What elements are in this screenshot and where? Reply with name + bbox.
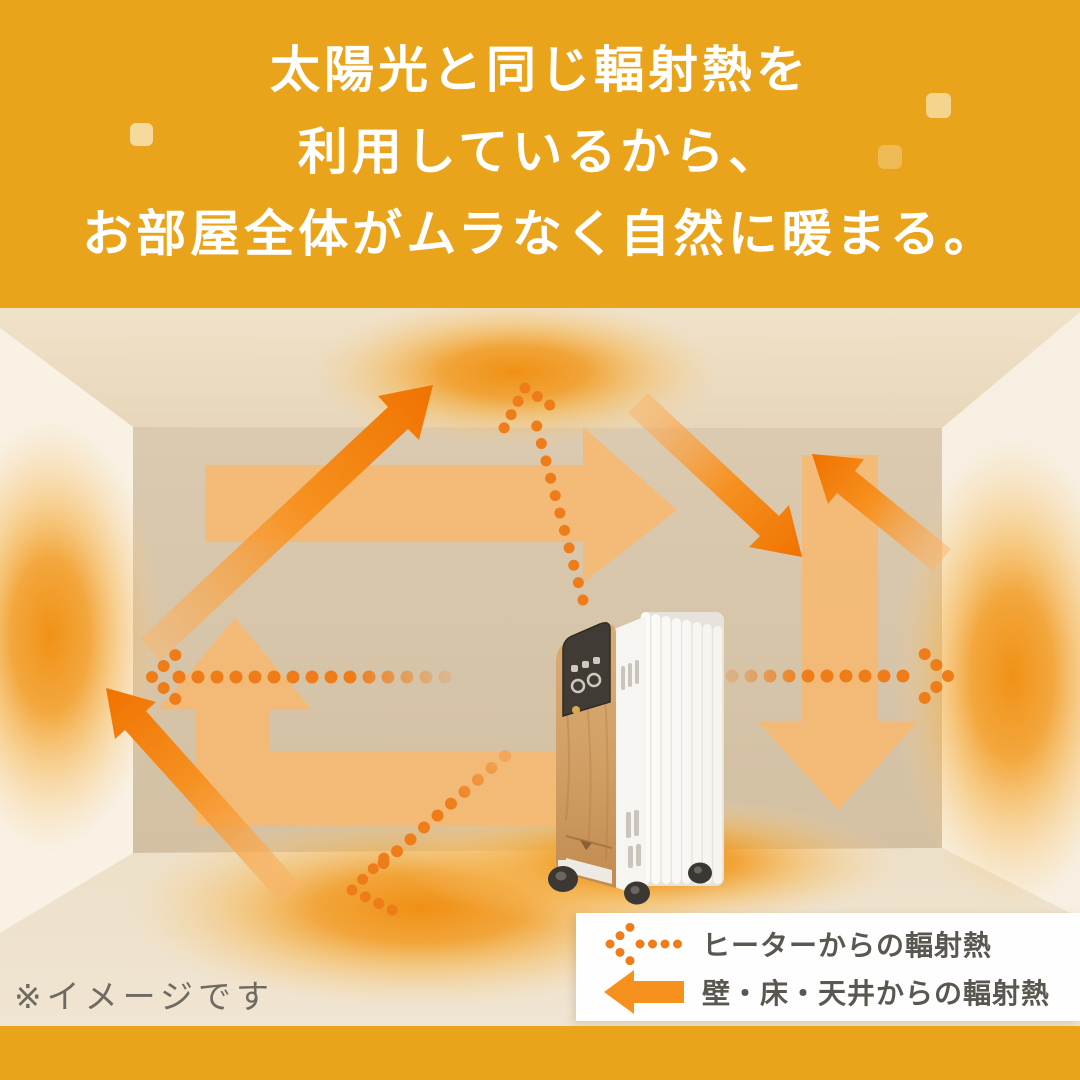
wall-circulation-arrow	[158, 427, 918, 826]
dotted-arrow-right	[725, 638, 954, 714]
confetti-square	[926, 93, 951, 118]
legend-box: ヒーターからの輻射熱 壁・床・天井からの輻射熱	[576, 913, 1080, 1021]
headline-line-1: 太陽光と同じ輻射熱を	[270, 42, 810, 98]
legend-row-heater-radiant: ヒーターからの輻射熱	[600, 919, 992, 969]
dotted-arrow-icon	[605, 919, 688, 969]
solid-arrow-to-left-wall	[106, 688, 302, 904]
heater-drawer	[565, 835, 613, 849]
headline-line-3: お部屋全体がムラなく自然に暖まる。	[82, 206, 998, 262]
heater-logo-badge	[572, 706, 580, 714]
header-band: 太陽光と同じ輻射熱を 利用しているから、 お部屋全体がムラなく自然に暖まる。	[0, 0, 1080, 308]
confetti-square	[130, 123, 153, 146]
legend-label: 壁・床・天井からの輻射熱	[702, 978, 1051, 1009]
heater-casters	[548, 860, 712, 905]
heater-side-vents	[621, 660, 641, 868]
confetti-square	[878, 145, 902, 169]
left-wall-heat-glow	[0, 417, 162, 853]
headline-line-2: 利用しているから、	[297, 124, 783, 180]
solid-arrow-to-ceiling	[140, 385, 433, 661]
heater-control-buttons	[570, 657, 602, 694]
heater-control-panel	[562, 622, 611, 718]
oil-heater	[548, 612, 724, 905]
image-disclaimer-note: ※イメージです	[14, 978, 274, 1015]
dotted-arrow-down-left	[346, 750, 511, 918]
dotted-arrow-up	[497, 382, 589, 606]
solid-arrow-down-right	[628, 393, 802, 557]
legend-row-wall-radiant: 壁・床・天井からの輻射熱	[600, 967, 1050, 1017]
solid-arrow-up-left	[812, 454, 951, 571]
legend-label: ヒーターからの輻射熱	[702, 930, 993, 961]
solid-arrow-icon	[604, 970, 684, 1014]
dotted-arrow-left	[146, 639, 452, 715]
footer-band	[0, 1026, 1080, 1080]
